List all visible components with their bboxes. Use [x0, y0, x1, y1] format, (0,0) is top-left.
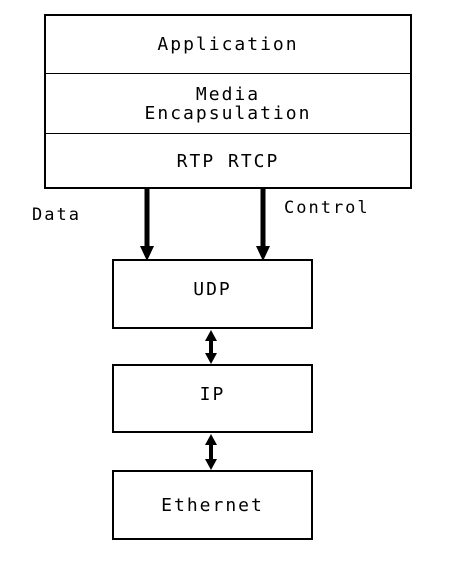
application-label: Application [157, 34, 299, 55]
media-label-line2: Encapsulation [144, 102, 312, 124]
udp-ip-double-arrow [205, 330, 217, 364]
media-label-line1: Media [195, 83, 261, 105]
ip-ethernet-double-arrow [205, 434, 217, 470]
media-encapsulation-layer: Media Encapsulation [46, 74, 410, 134]
control-label: Control [284, 198, 370, 218]
rtp-rtcp-layer: RTP RTCP [46, 134, 410, 189]
ip-box: IP [112, 364, 313, 433]
control-arrow [256, 189, 270, 261]
udp-box: UDP [112, 259, 313, 329]
application-layer: Application [46, 16, 410, 74]
data-label: Data [32, 205, 81, 225]
ethernet-label: Ethernet [161, 494, 264, 516]
ethernet-box: Ethernet [112, 470, 313, 540]
ip-label: IP [199, 384, 226, 405]
rtp-stack-box: Application Media Encapsulation RTP RTCP [44, 14, 412, 189]
udp-label: UDP [193, 279, 232, 300]
data-arrow [140, 189, 154, 261]
rtp-rtcp-label: RTP RTCP [176, 151, 280, 172]
